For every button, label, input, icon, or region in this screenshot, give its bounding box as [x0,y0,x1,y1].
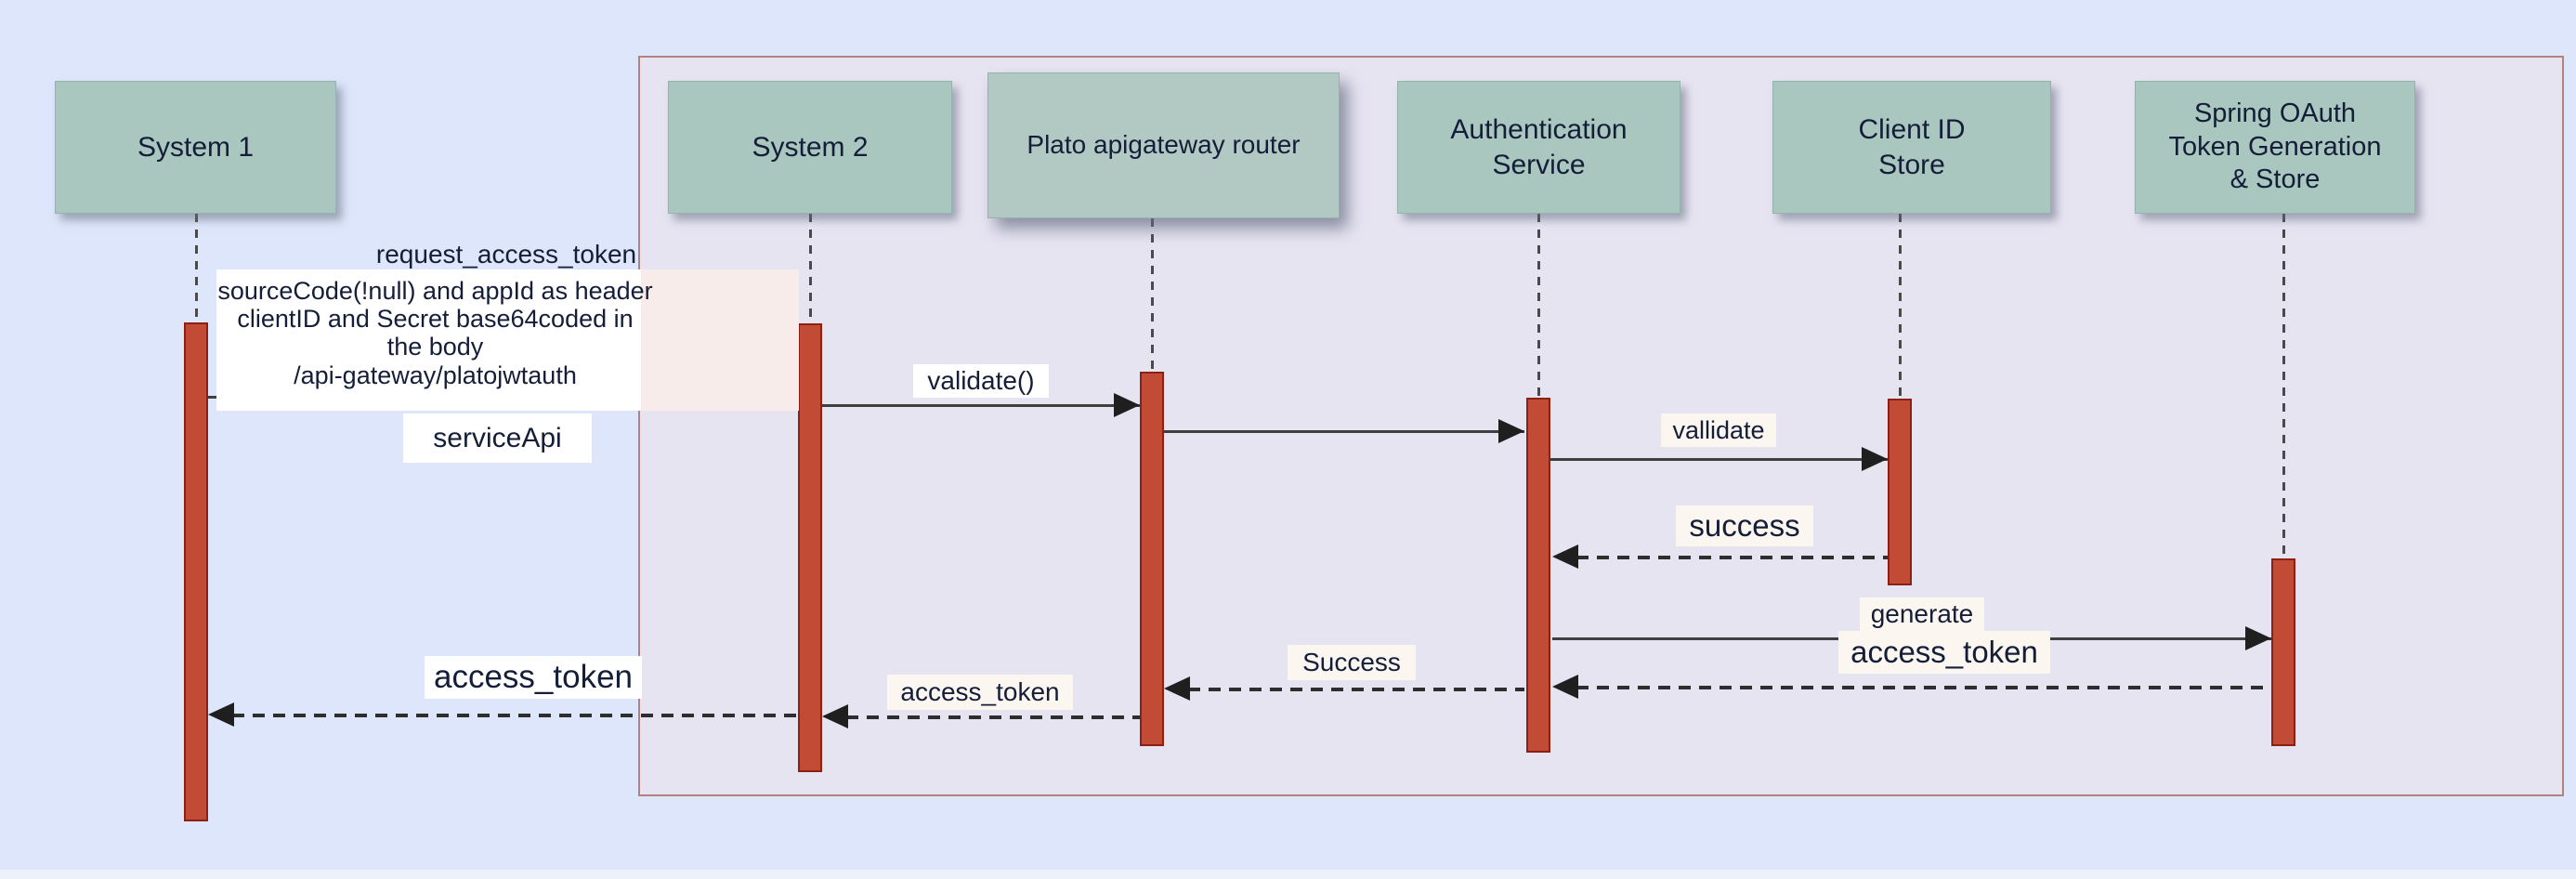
lifeline-plato-apigateway-router [1151,218,1154,372]
lifeline-client-id-store [1899,214,1902,399]
actor-label-line: System 1 [137,131,255,163]
message-line-vallidate-call [1549,458,1888,461]
actor-system1: System 1 [55,81,336,214]
note-text-line: sourceCode(!null) and appId as header [217,277,653,305]
activation-bar-system1 [184,322,208,821]
message-label-access-token-reply-system2: access_token [425,656,642,699]
message-line-success-reply-clientid [1576,556,1888,559]
lifeline-system1 [195,214,198,322]
message-line-access-token-reply-spring [1576,686,2271,689]
arrow-head-success-reply-clientid [1552,544,1578,569]
actor-label-line: Token Generation [2168,131,2382,162]
message-line-success-reply-auth [1188,688,1524,691]
message-label-success-reply-auth: Success [1288,645,1416,680]
arrow-head-validate-call [1114,393,1140,417]
actor-system2: System 2 [668,81,952,214]
message-line-forward-to-auth-call [1164,430,1524,433]
note-text-line: /api-gateway/platojwtauth [294,361,577,389]
activation-bar-spring-oauth-token-generation-store [2271,558,2295,746]
message-label-generate-access-token-call: access_token [1838,631,2050,674]
message-label-vallidate-call: vallidate [1661,413,1776,447]
actor-label-line: Authentication [1450,114,1628,146]
activation-bar-system2 [798,323,822,772]
arrow-head-access-token-reply-spring [1552,675,1578,699]
actor-label-line: Plato apigateway router [1026,130,1301,160]
message-label-access-token-reply-plato: access_token [887,675,1073,710]
actor-label-line: Client ID [1858,114,1966,146]
message-label-success-reply-clientid: success [1676,505,1813,546]
lifeline-system2 [809,214,812,323]
message-line-access-token-reply-plato [846,715,1140,719]
activation-bar-authentication-service [1526,398,1550,753]
activation-bar-client-id-store [1888,399,1912,585]
lifeline-authentication-service [1537,214,1540,398]
message-line-validate-call [822,404,1140,407]
arrow-head-access-token-reply-system2 [208,702,234,727]
arrow-head-generate-access-token-call [2245,626,2271,650]
service-api-label: serviceApi [403,413,592,463]
note-text-line: clientID and Secret base64coded in the b… [237,305,634,361]
actor-label-line: Service [1492,149,1586,180]
activation-bar-plato-apigateway-router [1140,372,1164,746]
actor-label-line: Store [1878,149,1945,180]
lifeline-spring-oauth-token-generation-store [2282,214,2285,558]
arrow-head-forward-to-auth-call [1498,419,1524,443]
message-label-validate-call: validate() [913,364,1049,398]
actor-label-line: & Store [2229,164,2321,195]
message-line-access-token-reply-system2 [232,714,798,717]
bottom-strip [0,870,2576,879]
note-heading: request_access_token [375,240,637,269]
actor-label-line: System 2 [752,131,869,163]
message-label-generate-access-token-call: generate [1860,597,1984,631]
arrow-head-vallidate-call [1862,447,1888,471]
arrow-head-success-reply-auth [1164,676,1190,701]
actor-label-line: Spring OAuth [2193,98,2357,128]
actor-plato-apigateway-router: Plato apigateway router [987,72,1340,218]
arrow-head-access-token-reply-plato [822,704,848,728]
